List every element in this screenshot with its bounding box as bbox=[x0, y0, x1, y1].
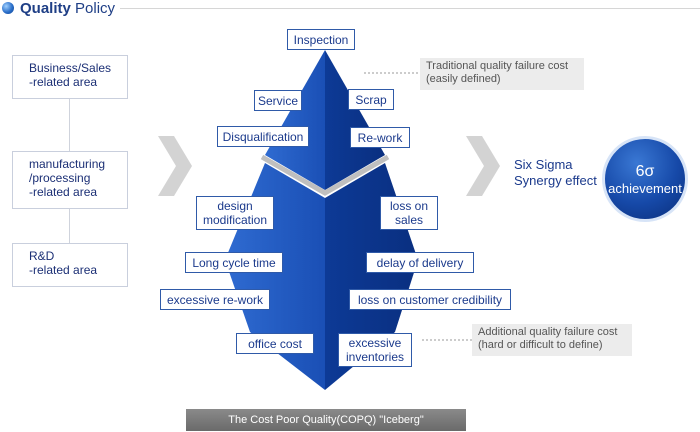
label-disqualification: Disqualification bbox=[217, 126, 309, 147]
leader-line-traditional bbox=[364, 72, 424, 74]
label-office-cost: office cost bbox=[236, 333, 314, 354]
area-business-sales: Business/Sales -related area bbox=[12, 55, 128, 99]
area-rnd: R&D -related area bbox=[12, 243, 128, 287]
title-divider bbox=[120, 8, 700, 9]
title-row: Quality Policy bbox=[0, 0, 700, 20]
page-title: Quality Policy bbox=[20, 0, 116, 17]
area-manufacturing: manufacturing /processing -related area bbox=[12, 151, 128, 209]
callout-traditional: Traditional quality failure cost (easily… bbox=[420, 58, 584, 90]
label-delay-of-delivery: delay of delivery bbox=[366, 252, 474, 273]
label-long-cycle-time: Long cycle time bbox=[185, 252, 283, 273]
leader-line-additional bbox=[422, 339, 474, 341]
iceberg-caption: The Cost Poor Quality(COPQ) "Iceberg" bbox=[186, 409, 466, 431]
label-service: Service bbox=[254, 90, 302, 111]
title-bullet-icon bbox=[2, 2, 14, 14]
label-loss-on-customer-credibility: loss on customer credibility bbox=[349, 289, 511, 310]
label-excessive-rework: excessive re-work bbox=[160, 289, 270, 310]
label-rework: Re-work bbox=[350, 127, 410, 148]
left-chevron-icon bbox=[158, 136, 192, 196]
right-chevron-icon bbox=[466, 136, 500, 196]
label-scrap: Scrap bbox=[348, 89, 394, 110]
six-sigma-achievement-badge: 6σ achievement bbox=[602, 136, 688, 222]
six-sigma-label: Six Sigma Synergy effect bbox=[514, 157, 597, 188]
callout-additional: Additional quality failure cost (hard or… bbox=[472, 324, 632, 356]
label-inspection: Inspection bbox=[287, 29, 355, 50]
